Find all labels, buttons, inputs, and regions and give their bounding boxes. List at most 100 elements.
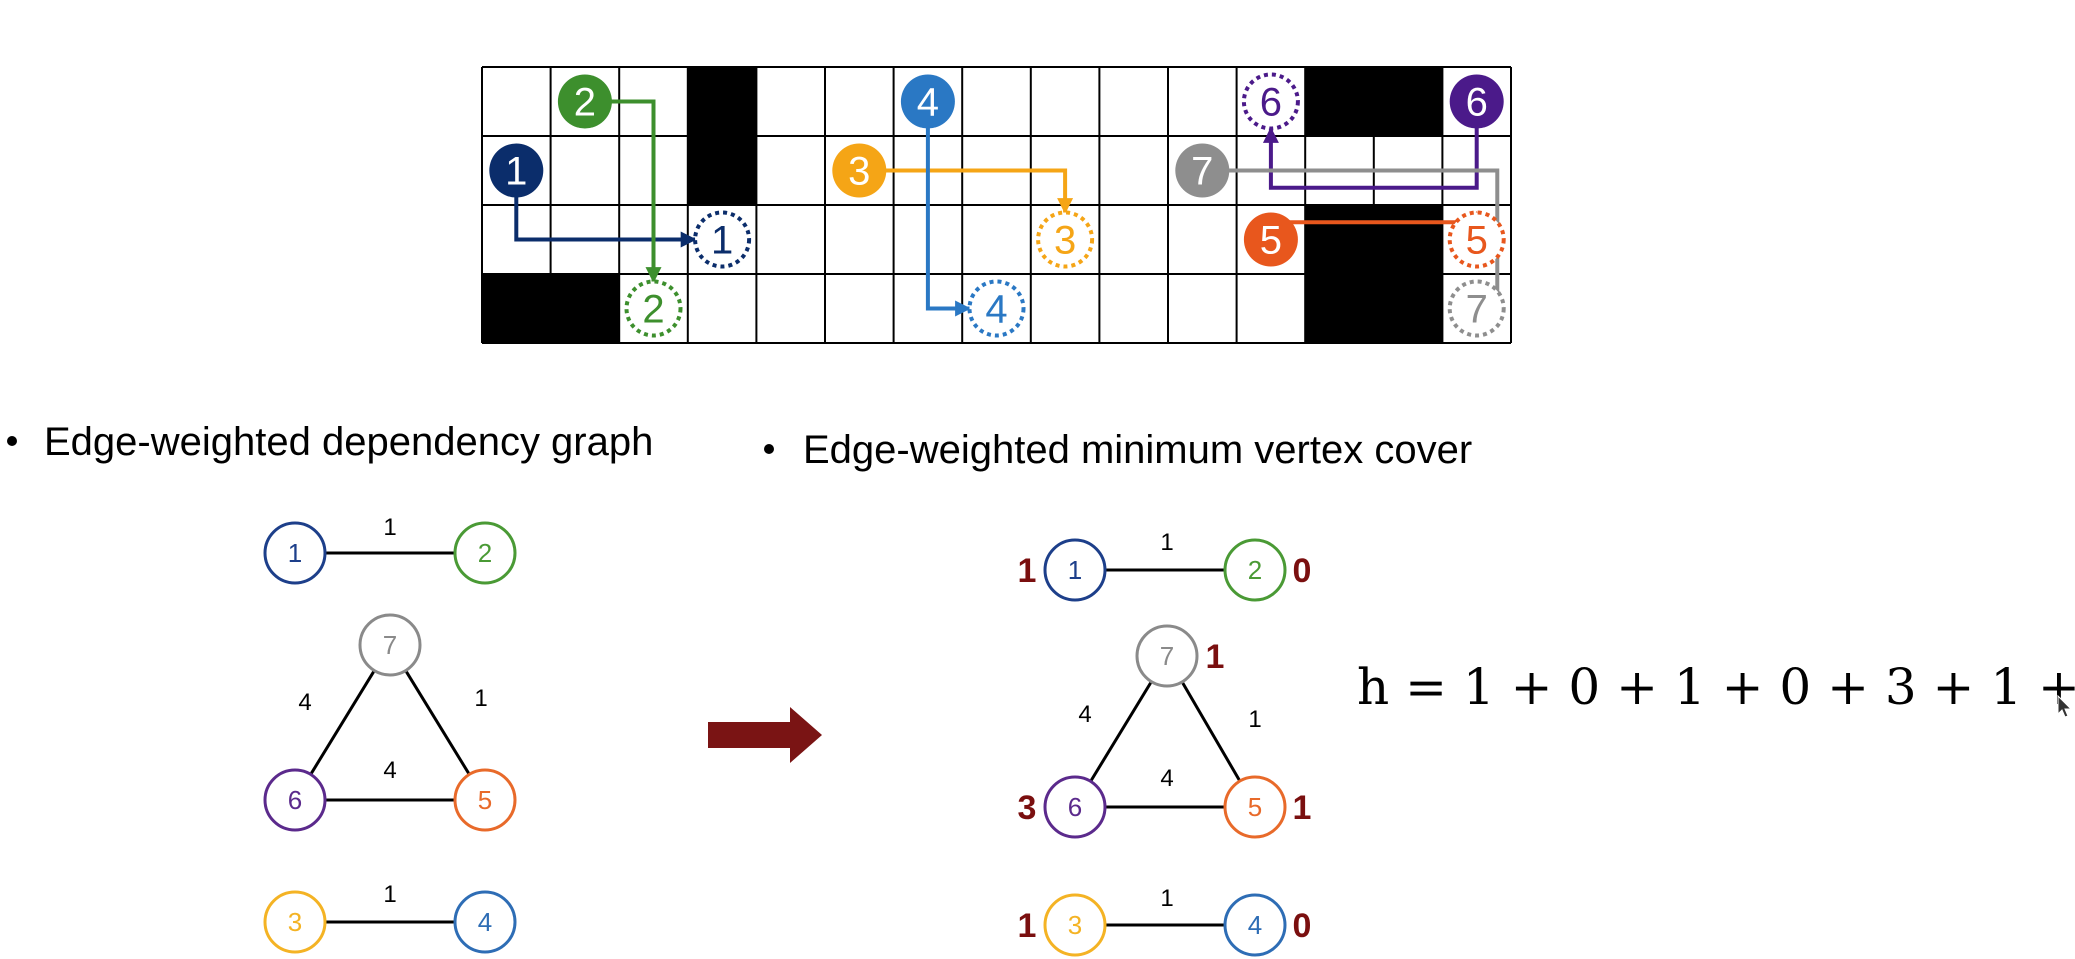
cover-node-4 [1223, 893, 1287, 957]
cover-vertex-weight-3: 1 [1018, 907, 1037, 945]
cover-edge-weight-6-5: 4 [1160, 765, 1173, 792]
dep-node-5-label: 5 [478, 785, 492, 815]
grid-map [481, 66, 1512, 344]
agent-1-goal [693, 210, 752, 269]
agent-7-start-label: 7 [1191, 150, 1213, 194]
agent-4-goal-label: 4 [985, 288, 1007, 332]
dep-edge-weight-7-5: 1 [474, 685, 487, 712]
cover-vertex-weight-7: 1 [1206, 638, 1225, 676]
obstacle-cell [687, 67, 757, 136]
dep-node-2 [453, 521, 517, 585]
dep-node-3-label: 3 [288, 907, 302, 937]
obstacle-cell [1305, 274, 1374, 343]
cover-node-6-label: 6 [1068, 792, 1082, 822]
agent-1-start-label: 1 [505, 150, 527, 194]
agent-1-goal-label: 1 [711, 219, 733, 263]
cover-vertex-weight-4: 0 [1293, 907, 1312, 945]
obstacle-cell [482, 274, 551, 343]
agent-6-path [1262, 101, 1479, 190]
agent-4-goal [967, 279, 1026, 338]
agents: 1 1 2 2 3 3 4 4 5 5 6 6 7 7 [489, 72, 1506, 338]
obstacle-cell [687, 136, 757, 205]
cover-node-1 [1043, 538, 1107, 602]
bullet-dot-left [7, 436, 17, 446]
dep-node-1-label: 1 [288, 538, 302, 568]
bullet-dot-right [764, 444, 774, 454]
agent-2-goal-label: 2 [642, 288, 664, 332]
dep-edge-weight-7-6: 4 [298, 689, 311, 716]
cover-edge-7-5 [1180, 681, 1242, 782]
cover-edge-weight-3-4: 1 [1160, 885, 1173, 912]
dep-node-7-label: 7 [383, 630, 397, 660]
agent-5-goal-label: 5 [1466, 219, 1488, 263]
agent-6-goal [1241, 72, 1300, 131]
agent-2-start [557, 74, 612, 129]
obstacle-cell [1305, 67, 1374, 136]
dep-node-4-label: 4 [478, 907, 492, 937]
agent-5-start [1243, 212, 1298, 267]
cover-node-5-label: 5 [1248, 792, 1262, 822]
cover-vertex-weight-1: 1 [1018, 552, 1037, 590]
obstacle-cell [1373, 205, 1443, 274]
agent-2-goal [624, 279, 683, 338]
transform-arrow-icon [708, 707, 822, 763]
dep-edge-7-6 [309, 669, 376, 776]
obstacle-cell [1373, 67, 1443, 136]
agent-4-start-label: 4 [917, 81, 939, 125]
cover-node-7-label: 7 [1160, 641, 1174, 671]
dep-node-2-label: 2 [478, 538, 492, 568]
dep-node-1 [263, 521, 327, 585]
agent-1-start [489, 143, 544, 198]
cover-edge-7-6 [1089, 680, 1153, 783]
dep-node-3 [263, 890, 327, 954]
cover-node-1-label: 1 [1068, 555, 1082, 585]
agent-5-start-label: 5 [1260, 219, 1282, 263]
cover-edge-weight-1-2: 1 [1160, 529, 1173, 556]
cover-node-6 [1043, 775, 1107, 839]
cover-node-3 [1043, 893, 1107, 957]
cover-edge-weight-7-6: 4 [1078, 701, 1091, 728]
cover-node-2 [1223, 538, 1287, 602]
agent-6-start [1449, 74, 1504, 129]
mouse-cursor-icon [2057, 694, 2073, 718]
dep-node-4 [453, 890, 517, 954]
cover-vertex-weight-2: 0 [1293, 552, 1312, 590]
cover-node-5 [1223, 775, 1287, 839]
dep-node-6 [263, 768, 327, 832]
agent-4-path [925, 101, 972, 317]
dep-edge-weight-6-5: 4 [383, 757, 396, 784]
agent-2-start-label: 2 [574, 81, 596, 125]
agent-6-goal-label: 6 [1260, 81, 1282, 125]
agent-6-start-label: 6 [1466, 81, 1488, 125]
dependency-graph: 1 4 1 4 1 1 2 3 4 5 6 7 [263, 514, 517, 954]
obstacle-cell [1305, 205, 1374, 274]
cover-node-2-label: 2 [1248, 555, 1262, 585]
agent-4-start [900, 74, 955, 129]
agent-3-goal-label: 3 [1054, 219, 1076, 263]
agent-7-goal [1447, 279, 1506, 338]
dep-node-7 [358, 613, 422, 677]
cover-edge-weight-7-5: 1 [1248, 706, 1261, 733]
agent-3-goal [1036, 210, 1095, 269]
dep-node-6-label: 6 [288, 785, 302, 815]
cover-vertex-weight-6: 3 [1018, 789, 1037, 827]
agent-5-goal [1447, 210, 1506, 269]
agent-3-start-label: 3 [848, 150, 870, 194]
agent-7-start [1175, 143, 1230, 198]
cover-node-7 [1135, 624, 1199, 688]
left-title: Edge-weighted dependency graph [44, 420, 653, 464]
cover-node-3-label: 3 [1068, 910, 1082, 940]
dep-edge-7-5 [404, 669, 471, 776]
agent-7-goal-label: 7 [1466, 288, 1488, 332]
dep-edge-weight-1-2: 1 [383, 514, 396, 541]
dep-edge-weight-3-4: 1 [383, 881, 396, 908]
agent-3-start [832, 143, 887, 198]
right-title: Edge-weighted minimum vertex cover [803, 428, 1472, 472]
obstacle-cell [550, 274, 620, 343]
cover-vertex-weight-5: 1 [1293, 789, 1312, 827]
dep-node-5 [453, 768, 517, 832]
heuristic-formula: h = 1 + 0 + 1 + 0 + 3 + 1 + 1 = 7 [1357, 658, 2075, 716]
obstacle-cell [1373, 274, 1443, 343]
